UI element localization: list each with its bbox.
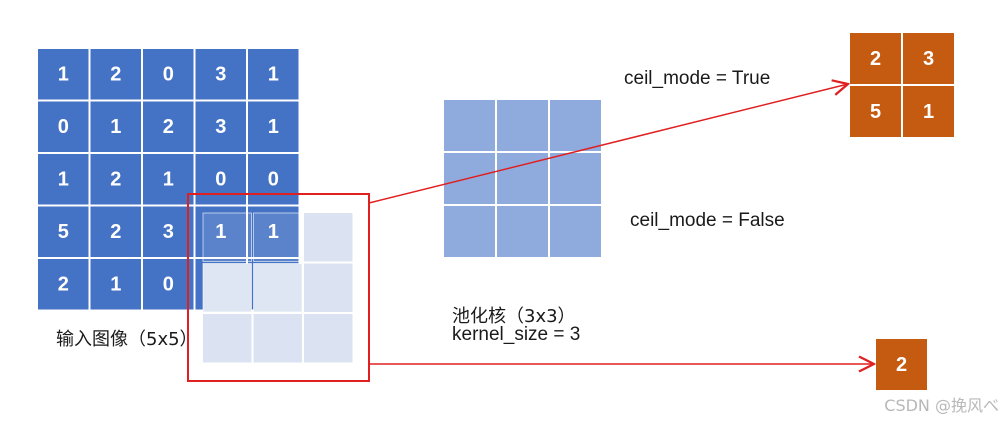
input-value: 1 [268,221,279,243]
input-cell [38,101,89,152]
input-value: 1 [163,169,174,191]
output-true-value: 2 [870,48,881,70]
kernel-cell [550,206,601,257]
input-cell [90,101,141,152]
input-value: 0 [268,169,279,191]
input-value: 2 [163,116,174,138]
padding-cell [304,263,353,312]
ceil-false-label: ceil_mode = False [630,210,785,231]
pooling-window-padding [202,212,353,363]
input-value: 2 [110,169,121,191]
input-cell [143,49,194,100]
kernel-cell [444,206,495,257]
window-overlap-cell [253,212,303,262]
padding-cell [203,263,252,312]
input-image-caption: 输入图像（5x5） [56,329,198,350]
input-cell [248,154,299,205]
input-value: 0 [58,116,69,138]
output-true-value: 3 [923,48,934,70]
padding-cell [253,263,302,312]
kernel-cell [444,100,495,151]
kernel-cell [497,153,548,204]
output-true-cell [903,86,954,137]
kernel-cell [497,100,548,151]
input-cell [195,206,246,257]
kernel-caption-line2: kernel_size = 3 [452,324,581,345]
input-value: 2 [58,274,69,296]
input-value: 0 [163,64,174,86]
input-value: 1 [110,116,121,138]
window-overlap-cell [253,263,303,313]
output-true-value: 5 [870,101,881,123]
ceil-true-label: ceil_mode = True [624,68,771,89]
output-false-cell [876,339,927,390]
input-value: 1 [58,64,69,86]
output-true-cell [903,33,954,84]
input-value: 2 [110,221,121,243]
input-image-grid: 1203101231121005231121011 [38,49,299,310]
padding-cell [304,213,353,262]
input-value: 3 [215,64,226,86]
output-ceil-true-grid: 2 3 5 1 [850,33,954,137]
input-cell [90,259,141,310]
kernel-caption-line1: 池化核（3x3） [452,306,576,327]
padding-cell [253,314,302,363]
kernel-cell [550,100,601,151]
input-cell [90,154,141,205]
pooling-window-border [187,193,370,382]
input-value: 3 [215,116,226,138]
arrows [368,84,874,364]
input-cell [38,49,89,100]
input-value: 5 [58,221,69,243]
pooling-window [187,193,370,382]
window-overlap-cell [202,212,252,262]
input-cell [38,259,89,310]
input-value: 1 [268,64,279,86]
input-cell [195,49,246,100]
input-value: 0 [163,274,174,296]
kernel-cell [497,206,548,257]
padding-cell [203,314,252,363]
input-value: 1 [215,221,226,243]
input-cell [248,206,299,257]
input-value: 2 [110,64,121,86]
output-true-cell [850,33,901,84]
input-value: 1 [268,116,279,138]
input-cell [248,101,299,152]
output-false-value: 2 [896,354,907,376]
input-value: 3 [163,221,174,243]
input-cell [195,154,246,205]
input-cell [195,101,246,152]
output-ceil-false-grid: 2 [876,339,927,390]
window-overlap-cell [202,263,252,313]
input-cell [38,206,89,257]
input-cell [248,49,299,100]
input-cell [90,49,141,100]
input-cell [143,259,194,310]
input-value: 1 [110,274,121,296]
padding-cell [304,314,353,363]
output-true-cell [850,86,901,137]
input-value: 1 [58,169,69,191]
output-true-value: 1 [923,101,934,123]
watermark: CSDN @挽风べ [884,396,999,415]
input-value: 0 [215,169,226,191]
input-cell [143,206,194,257]
arrow-to-ceil-true [368,84,848,204]
input-cell [143,154,194,205]
kernel-cell [550,153,601,204]
input-cell [90,206,141,257]
input-cell [143,101,194,152]
pooling-kernel-grid [444,100,601,257]
input-cell [38,154,89,205]
